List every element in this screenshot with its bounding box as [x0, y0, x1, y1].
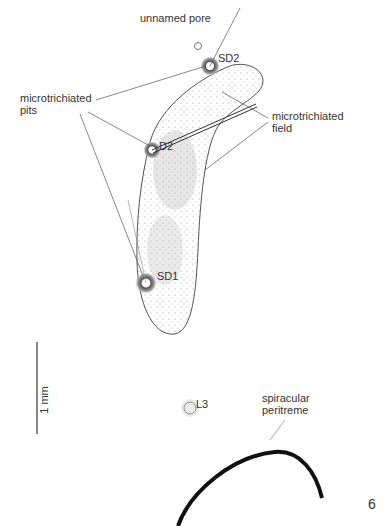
- seta-label: SD1: [157, 270, 197, 282]
- structure-label: microtrichiated pits: [20, 92, 102, 116]
- spiracular-peritreme: [178, 452, 322, 526]
- seta-label: D2: [159, 140, 189, 152]
- scale-bar: [36, 342, 37, 434]
- seta-label: SD2: [218, 52, 258, 64]
- structure-label: spiracular peritreme: [262, 392, 342, 416]
- structure-label: microtrichiated field: [272, 110, 364, 134]
- scale-label: 1 mm: [38, 380, 50, 420]
- figure-number: 6: [368, 496, 384, 512]
- pore-label: unnamed pore: [140, 12, 230, 24]
- seta-label: L3: [196, 398, 226, 410]
